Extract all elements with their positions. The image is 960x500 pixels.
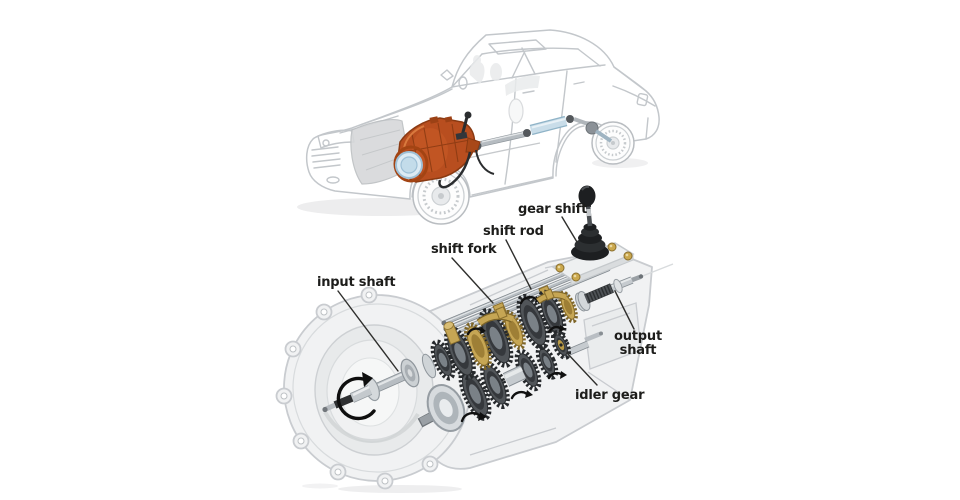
- leader-gear-shift: [561, 216, 578, 243]
- leader-shift-rod: [505, 239, 532, 290]
- counter-gear: [535, 344, 559, 380]
- gearbox-illustration: [275, 185, 674, 493]
- label-idler-gear: idler gear: [575, 388, 645, 403]
- far-front-wheel: [508, 98, 524, 124]
- car-illustration: [297, 29, 660, 225]
- main-gear: [516, 293, 550, 351]
- label-gear-shift: gear shift: [518, 202, 588, 217]
- gearbox-shadow-2: [302, 483, 338, 489]
- label-output-shaft: output shaft: [614, 329, 662, 359]
- bell-rim: [393, 145, 429, 183]
- rear-wheel: [591, 121, 635, 165]
- plate-bolts: [555, 242, 633, 282]
- grille-lines: [311, 146, 341, 169]
- leader-lines: [337, 216, 635, 386]
- shifter-boot: [571, 223, 609, 261]
- label-shift-rod: shift rod: [483, 224, 544, 239]
- gear-shift-assembly: [551, 185, 635, 286]
- label-shift-fork: shift fork: [431, 242, 497, 257]
- car-seats: [469, 55, 540, 96]
- steering-wheel: [458, 76, 468, 90]
- counter-bearing: [426, 384, 466, 432]
- leader-shift-fork: [451, 257, 494, 304]
- label-input-shaft: input shaft: [317, 275, 396, 290]
- synchro-ring: [464, 322, 492, 370]
- synchro-ring: [502, 309, 526, 351]
- counter-pin: [584, 331, 601, 343]
- shift-linkage: [438, 151, 472, 189]
- idler-gear-part: [547, 325, 572, 360]
- rotation-arrow-icon: [547, 325, 566, 334]
- input-bearing: [400, 358, 420, 388]
- leader-input-shaft: [337, 290, 399, 372]
- rotation-arrow-icon: [460, 371, 567, 423]
- car-greenhouse-lines: [339, 39, 656, 198]
- main-gear: [537, 289, 567, 339]
- shift-fork-left: [443, 321, 461, 345]
- driveshaft: [467, 115, 613, 159]
- flange-bolts: [275, 286, 439, 490]
- gearbox-shadow: [338, 485, 462, 493]
- leader-idler-gear: [566, 352, 598, 386]
- input-shaft-part: [322, 369, 410, 421]
- main-gear: [430, 339, 456, 381]
- powertrain-unit: [393, 111, 495, 189]
- fog-lamp: [326, 176, 340, 184]
- output-shaft-part: [577, 263, 674, 311]
- shift-forks: [443, 288, 568, 345]
- rotation-arrow-icon: [336, 372, 376, 421]
- shifter-knob: [578, 185, 596, 207]
- leader-output-shaft: [614, 290, 635, 330]
- badge: [322, 139, 330, 147]
